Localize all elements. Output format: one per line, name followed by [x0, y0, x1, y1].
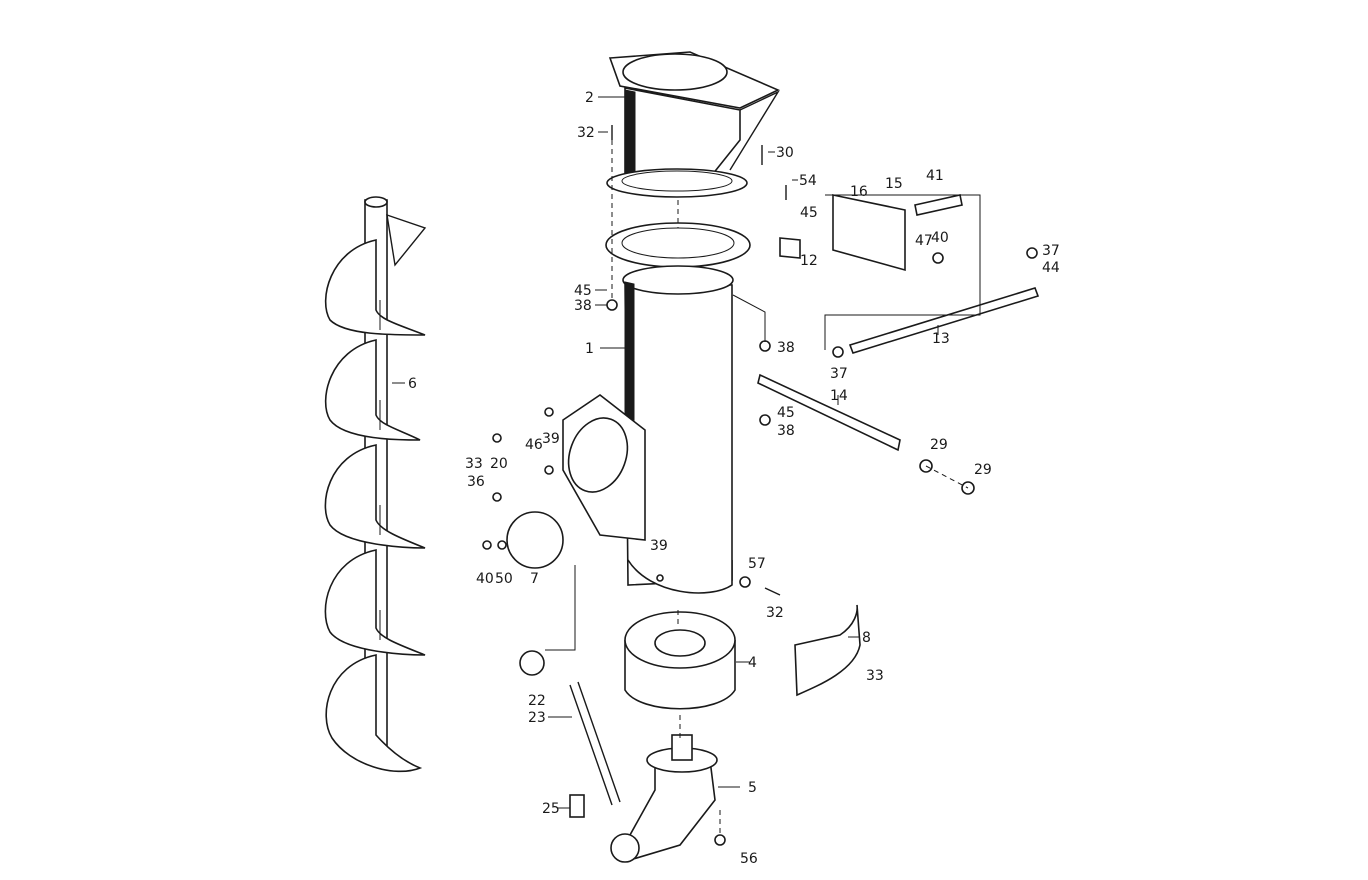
- label-56: 56: [740, 851, 758, 867]
- label-45: 45: [574, 283, 592, 299]
- label-16: 16: [850, 184, 868, 200]
- hopper-top-part-2: [606, 51, 780, 198]
- rod-part-13: [848, 287, 1040, 354]
- bracket-part-12: [779, 237, 801, 259]
- label-36: 36: [467, 474, 485, 490]
- label-33: 33: [465, 456, 483, 472]
- label-8: 8: [862, 630, 871, 646]
- label-30: 30: [776, 145, 794, 161]
- gearbox-part-5: [610, 734, 718, 863]
- rod-part-14: [757, 373, 901, 452]
- label-15: 15: [885, 176, 903, 192]
- main-tube-part-1: [622, 265, 734, 594]
- label-29: 29: [930, 437, 948, 453]
- label-20: 20: [490, 456, 508, 472]
- label-1: 1: [585, 341, 594, 357]
- curved-plate-part-8: [794, 604, 861, 697]
- assembly-lines: [545, 140, 981, 835]
- part-labels: 2 32 30 54 16 15 41 45 47 40 12 37 44 45…: [408, 90, 1060, 867]
- cover-disc-part-7: [506, 511, 564, 569]
- label-37: 37: [830, 366, 848, 382]
- label-40: 40: [931, 230, 949, 246]
- fasteners: [482, 125, 1038, 846]
- label-6: 6: [408, 376, 417, 392]
- label-32: 32: [766, 605, 784, 621]
- leader-lines: [392, 96, 939, 809]
- label-47: 47: [915, 233, 933, 249]
- label-54: 54: [799, 173, 817, 189]
- label-46: 46: [525, 437, 543, 453]
- sprocket-part-22: [519, 650, 545, 676]
- label-41: 41: [926, 168, 944, 184]
- label-45: 45: [800, 205, 818, 221]
- link-part-41: [914, 194, 963, 216]
- label-44: 44: [1042, 260, 1060, 276]
- label-45: 45: [777, 405, 795, 421]
- label-2: 2: [585, 90, 594, 106]
- label-39: 39: [542, 431, 560, 447]
- label-23: 23: [528, 710, 546, 726]
- inlet-plate: [562, 394, 646, 541]
- label-38: 38: [574, 298, 592, 314]
- chain-links-part-25: [569, 794, 585, 818]
- flange-ring: [605, 222, 751, 268]
- auger-screw-part-6: [324, 196, 427, 773]
- plate-part-16: [832, 194, 906, 272]
- label-12: 12: [800, 253, 818, 269]
- label-57: 57: [748, 556, 766, 572]
- label-37: 37: [1042, 243, 1060, 259]
- label-38: 38: [777, 423, 795, 439]
- label-32: 32: [577, 125, 595, 141]
- label-39: 39: [650, 538, 668, 554]
- label-40: 40: [476, 571, 494, 587]
- label-50: 50: [495, 571, 513, 587]
- label-38: 38: [777, 340, 795, 356]
- label-13: 13: [932, 331, 950, 347]
- label-4: 4: [748, 655, 757, 671]
- chain-part-23: [569, 681, 621, 806]
- label-7: 7: [530, 571, 539, 587]
- ring-housing-part-4: [624, 611, 736, 710]
- label-14: 14: [830, 388, 848, 404]
- label-29: 29: [974, 462, 992, 478]
- label-25: 25: [542, 801, 560, 817]
- label-22: 22: [528, 693, 546, 709]
- label-33: 33: [866, 668, 884, 684]
- label-5: 5: [748, 780, 757, 796]
